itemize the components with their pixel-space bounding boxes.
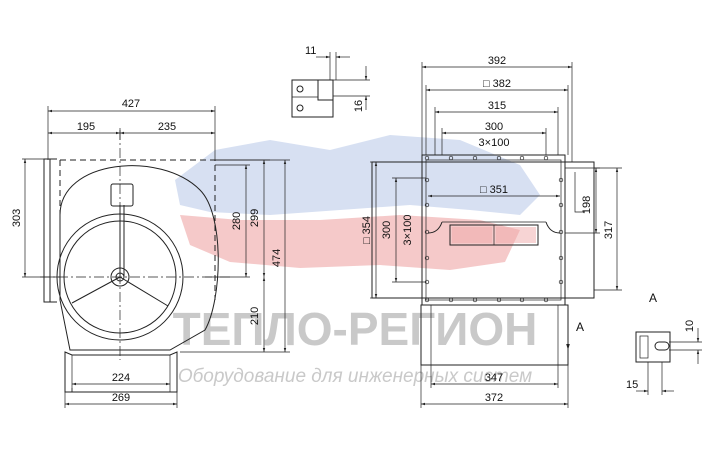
dim-3x100-vert: 3×100 <box>402 215 414 246</box>
bracket-hole-2 <box>296 104 304 112</box>
terminal-box <box>110 183 134 207</box>
dim-235: 235 <box>158 121 176 133</box>
bracket-profile <box>291 79 334 118</box>
dim-347: 347 <box>485 372 503 384</box>
view-a-label: A <box>576 320 584 334</box>
side-view: A <box>371 154 595 366</box>
dim-11: 11 <box>305 45 316 57</box>
flange-bolt-holes <box>424 155 564 303</box>
dim-300-top: 300 <box>485 121 503 133</box>
outlet-frame-outer <box>371 161 595 299</box>
scroll-housing <box>59 165 219 351</box>
dim-351: □ 351 <box>480 184 508 196</box>
watermark-tagline: Оборудование для инженерных систем <box>178 366 532 387</box>
dim-299: 299 <box>249 209 261 227</box>
dim-16: 16 <box>353 100 365 112</box>
watermark: ТЕПЛО-РЕГИОН Оборудование для инженерных… <box>173 135 540 387</box>
bracket-detail: 11 16 <box>291 45 370 118</box>
dim-269: 269 <box>112 392 130 404</box>
dim-382: □ 382 <box>483 78 511 90</box>
dim-210: 210 <box>249 307 261 325</box>
dim-280: 280 <box>231 212 243 230</box>
dim-195: 195 <box>77 121 95 133</box>
dim-300-vert: 300 <box>381 221 393 239</box>
dim-474: 474 <box>271 249 283 267</box>
outlet-flange <box>43 158 51 303</box>
dim-303: 303 <box>11 209 23 227</box>
front-view-dimensions: 427 195 235 303 280 299 474 210 224 <box>11 98 290 408</box>
detail-a-title: A <box>649 291 657 305</box>
dim-315: 315 <box>488 100 506 112</box>
detail-a: A 10 15 <box>626 291 702 395</box>
dim-392: 392 <box>488 55 506 67</box>
dim-372: 372 <box>485 392 503 404</box>
dim-427: 427 <box>122 98 140 110</box>
side-view-dimensions: 392 □ 382 315 300 3×100 □ 351 □ 354 300 … <box>361 55 622 408</box>
dim-224: 224 <box>112 372 130 384</box>
front-view <box>40 130 230 393</box>
bracket-hole-1 <box>296 85 304 93</box>
dim-3x100-top: 3×100 <box>479 137 510 149</box>
dim-354: □ 354 <box>361 216 373 244</box>
detail-a-plate <box>635 331 671 363</box>
dim-15: 15 <box>626 379 638 391</box>
watermark-brand: ТЕПЛО-РЕГИОН <box>173 303 538 355</box>
dim-198: 198 <box>581 196 593 214</box>
dim-317: 317 <box>603 221 615 239</box>
detail-a-slot <box>654 341 670 351</box>
dim-10: 10 <box>684 320 696 332</box>
